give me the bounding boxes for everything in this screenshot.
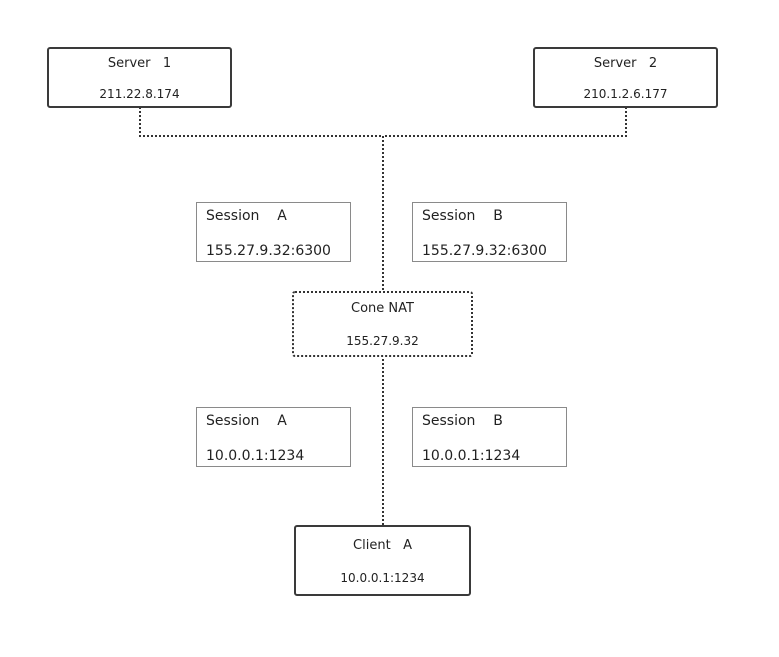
cone-nat-name: Cone NAT [351,301,414,316]
session-a-public-addr: 155.27.9.32:6300 [206,243,331,259]
server-2-node: Server 2 210.1.2.6.177 [533,47,718,108]
session-b-public: Session B 155.27.9.32:6300 [412,202,567,262]
session-b-public-name: Session B [422,208,503,224]
server-1-name: Server 1 [107,56,172,71]
connector-server2-to-bus [383,107,627,137]
server-1-ip: 211.22.8.174 [99,87,180,101]
session-a-public-name: Session A [206,208,287,224]
session-a-private: Session A 10.0.0.1:1234 [196,407,351,467]
session-a-private-addr: 10.0.0.1:1234 [206,448,305,464]
server-2-ip: 210.1.2.6.177 [583,87,668,101]
session-b-public-addr: 155.27.9.32:6300 [422,243,547,259]
connector-server1-to-bus [139,107,383,137]
client-a-node: Client A 10.0.0.1:1234 [294,525,471,596]
cone-nat-ip: 155.27.9.32 [346,334,419,348]
session-b-private: Session B 10.0.0.1:1234 [412,407,567,467]
cone-nat-node: Cone NAT 155.27.9.32 [292,291,473,357]
session-b-private-name: Session B [422,413,503,429]
client-a-ip: 10.0.0.1:1234 [340,571,425,585]
server-2-name: Server 2 [593,56,658,71]
session-a-private-name: Session A [206,413,287,429]
session-a-public: Session A 155.27.9.32:6300 [196,202,351,262]
client-a-name: Client A [353,538,412,553]
session-b-private-addr: 10.0.0.1:1234 [422,448,521,464]
server-1-node: Server 1 211.22.8.174 [47,47,232,108]
